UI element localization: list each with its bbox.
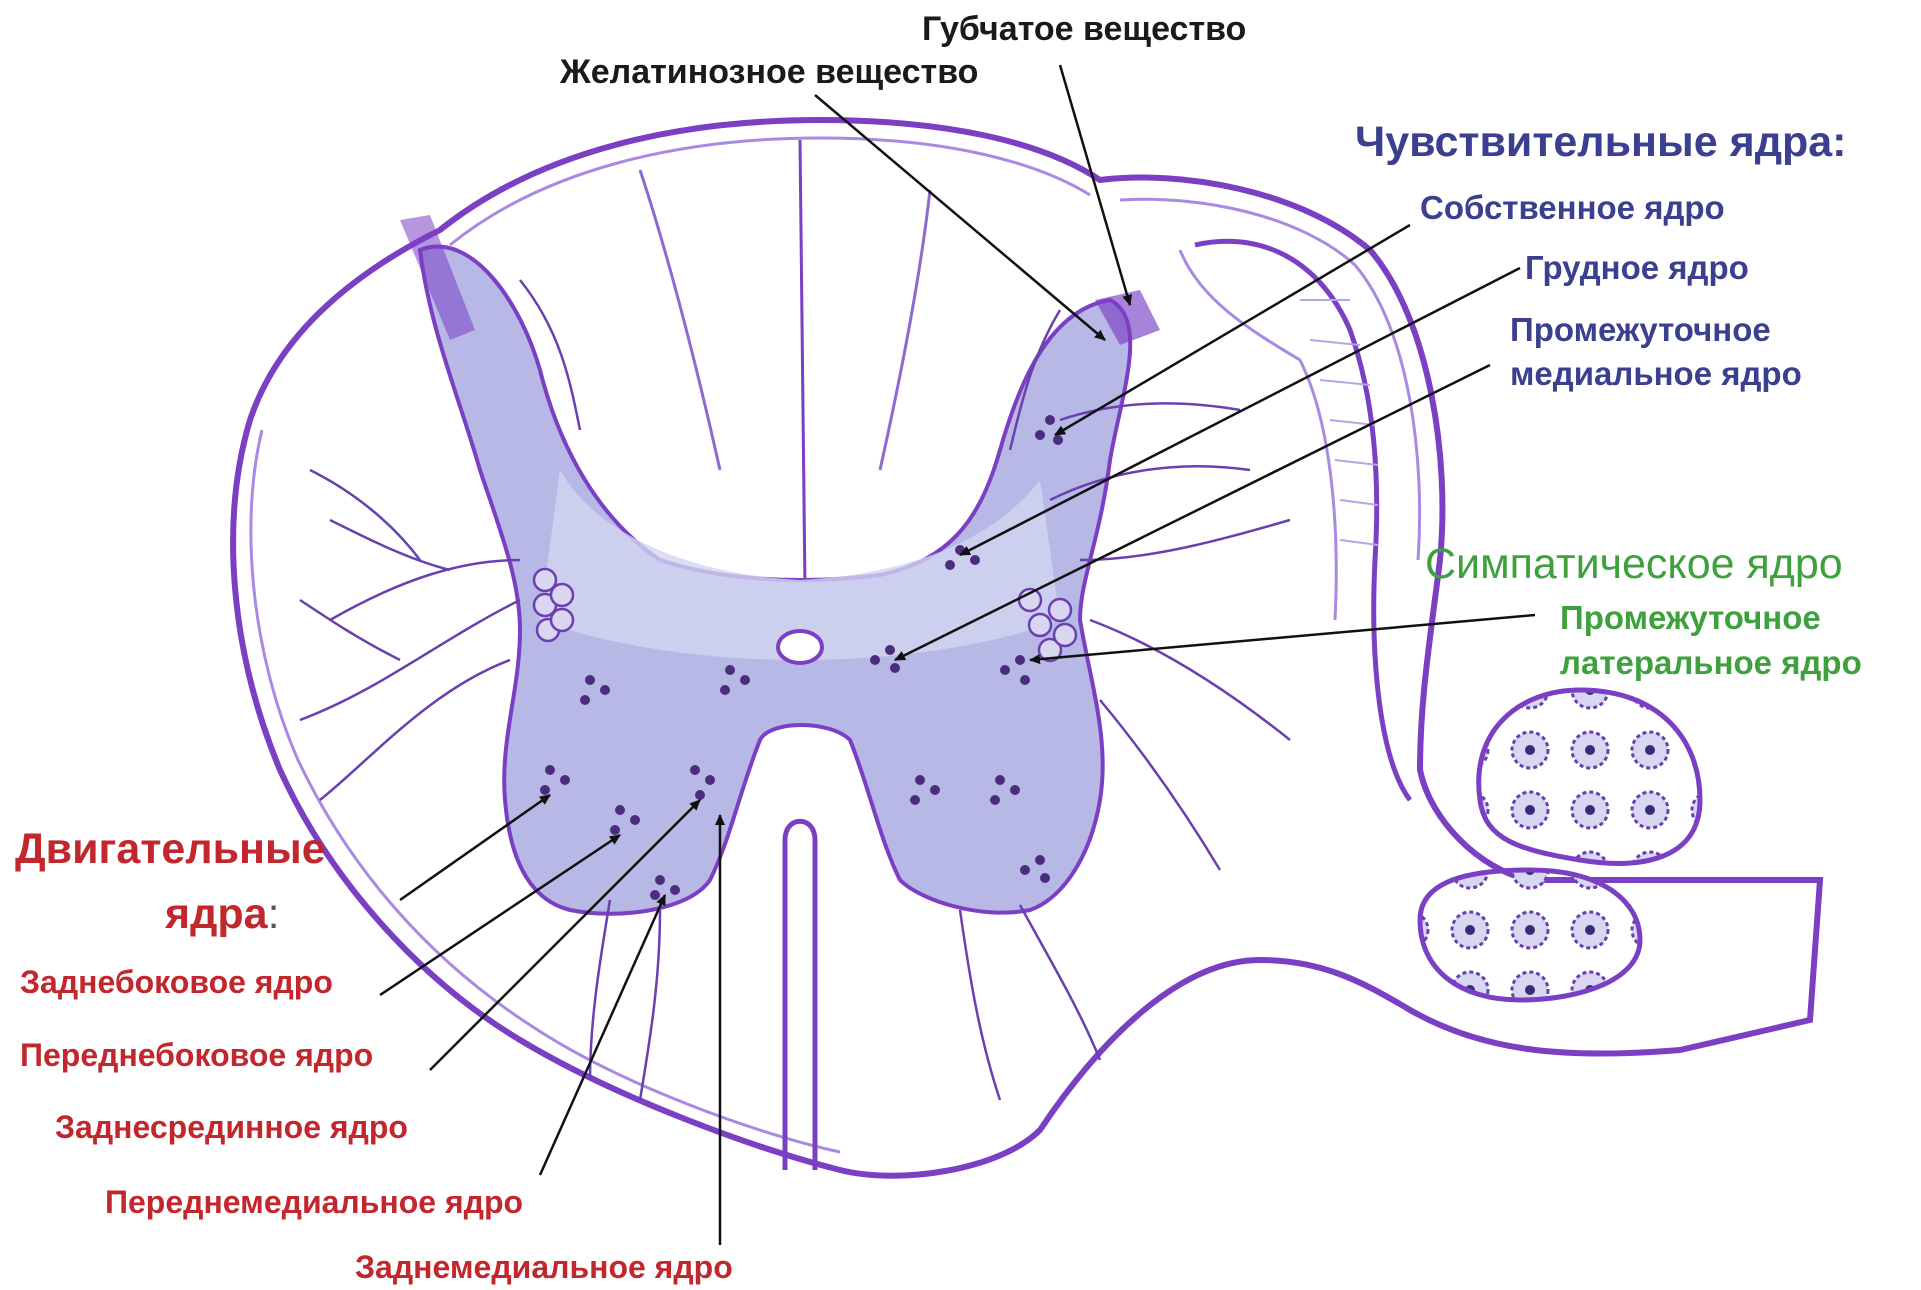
label-intermediomedial-line2: медиальное ядро [1510,356,1802,393]
sensory-nuclei-heading: Чувствительные ядра: [1355,118,1847,166]
label-intermediolateral-line2: латеральное ядро [1560,645,1862,682]
central-canal [778,631,822,663]
sympathetic-nucleus-heading: Симпатическое ядро [1425,540,1843,588]
label-anterolateral-nucleus: Переднебоковое ядро [20,1038,373,1074]
label-intermediomedial-line1: Промежуточное [1510,312,1771,349]
motor-nuclei-heading-line2: ядра: [165,890,280,938]
label-posteromedial-nucleus: Заднемедиальное ядро [355,1250,733,1286]
spinal-ganglion [1479,690,1700,863]
label-thoracic-nucleus: Грудное ядро [1525,250,1749,287]
motor-heading-colon: : [268,890,280,938]
label-proper-nucleus: Собственное ядро [1420,190,1725,227]
label-posterolateral-nucleus: Заднебоковое ядро [20,965,333,1001]
label-intermediolateral-line1: Промежуточное [1560,600,1821,637]
label-anteromedial-nucleus: Переднемедиальное ядро [105,1185,523,1221]
label-substantia-spongiosa: Губчатое вещество [922,10,1246,48]
ventral-ganglion [1420,870,1640,1000]
label-retroposterolateral-nucleus: Заднесрединное ядро [55,1110,408,1146]
motor-nuclei-heading-line1: Двигательные [15,825,326,873]
label-substantia-gelatinosa: Желатинозное вещество [560,53,978,91]
motor-heading-text: ядра [165,890,268,938]
